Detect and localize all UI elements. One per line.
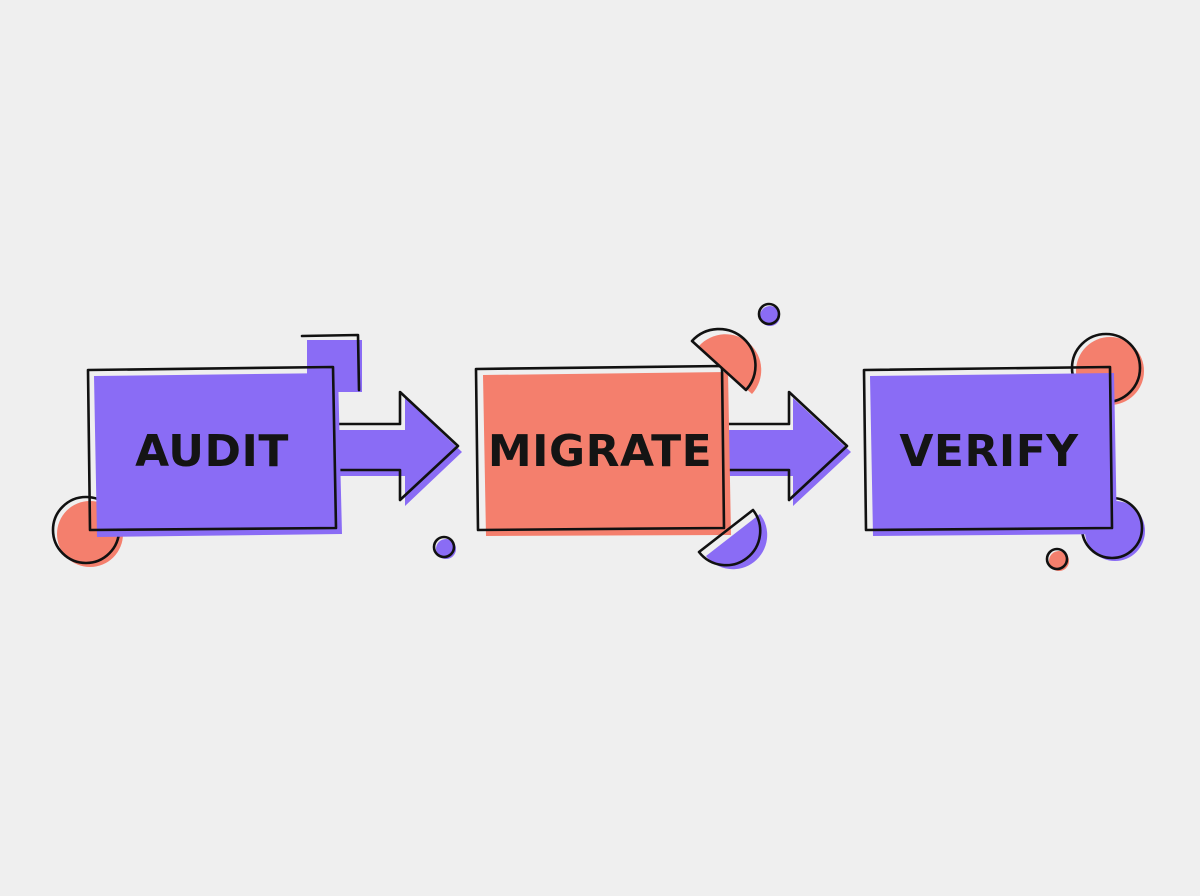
step-box-audit: AUDIT — [86, 365, 342, 537]
decor-dot-purple-bottom — [432, 535, 456, 559]
arrow-right-icon — [320, 390, 462, 506]
step-box-verify: VERIFY — [862, 365, 1117, 536]
step-label-verify: VERIFY — [899, 426, 1079, 477]
step-label-audit: AUDIT — [135, 426, 289, 477]
step-label-migrate: MIGRATE — [488, 426, 712, 477]
arrow-right-icon — [718, 390, 851, 506]
decor-halfcircle-purple — [697, 508, 768, 570]
decor-halfcircle-coral — [690, 327, 762, 394]
decor-dot-coral-bottom — [1045, 547, 1069, 571]
decor-dot-purple-top — [757, 302, 781, 326]
step-box-migrate: MIGRATE — [474, 364, 731, 536]
